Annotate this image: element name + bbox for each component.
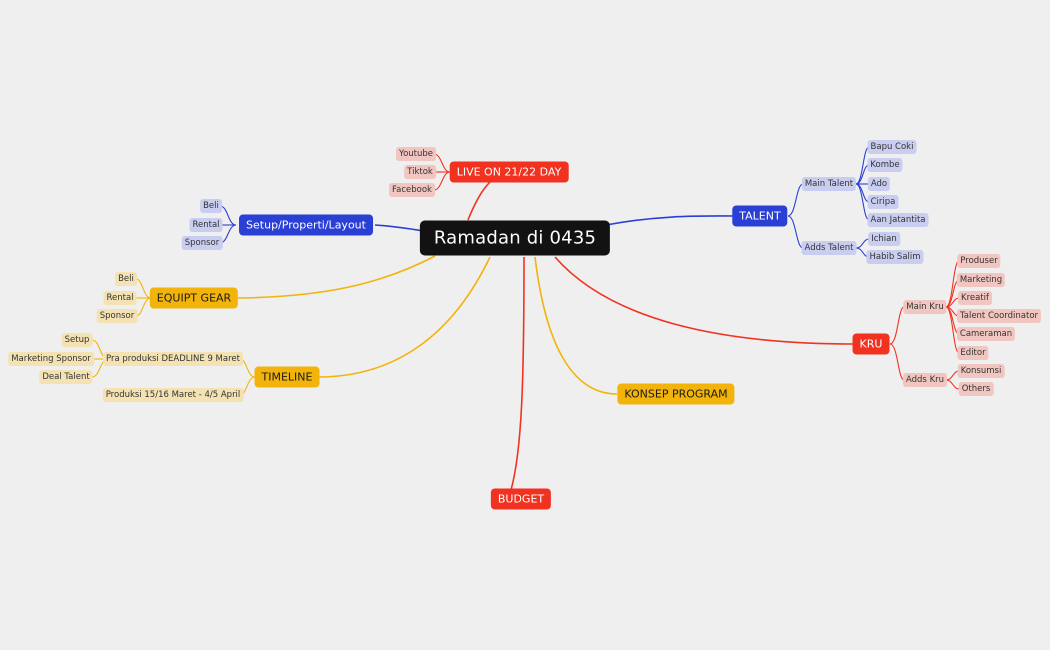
link-root-konsep [534,256,618,395]
live-child-tiktok[interactable]: Tiktok [404,165,436,179]
talent-main-child-aan-jatantita[interactable]: Aan Jatantita [867,213,929,227]
talent-adds-child-ichian[interactable]: Ichian [868,232,900,246]
budget-node[interactable]: BUDGET [490,488,552,510]
root-node[interactable]: Ramadan di 0435 [419,220,611,256]
link-root-talent [605,215,734,226]
kru-adds-child-others[interactable]: Others [958,382,994,396]
pra-child-setup[interactable]: Setup [61,333,93,347]
talent-main-child-bapu-coki[interactable]: Bapu Coki [867,140,917,154]
link-root-kru [554,256,854,345]
link-root-budget [510,256,525,491]
kru-main-child-produser[interactable]: Produser [957,254,1001,268]
pra-child-marketing-sponsor[interactable]: Marketing Sponsor [8,352,94,366]
kru-adds-node[interactable]: Adds Kru [902,373,948,387]
live-child-youtube[interactable]: Youtube [396,147,436,161]
kru-main-node[interactable]: Main Kru [903,300,947,314]
talent-node[interactable]: TALENT [732,205,788,227]
kru-main-child-editor[interactable]: Editor [957,346,989,360]
link-root-equipt [237,255,436,299]
setup-child-rental[interactable]: Rental [189,218,223,232]
talent-main-child-ado[interactable]: Ado [867,177,891,191]
link-root-setup [374,224,425,232]
kru-main-child-talent-coordinator[interactable]: Talent Coordinator [956,309,1042,323]
setup-child-sponsor[interactable]: Sponsor [181,236,223,250]
kru-main-child-marketing[interactable]: Marketing [956,273,1006,287]
timeline-node[interactable]: TIMELINE [254,366,320,388]
talent-main-node[interactable]: Main Talent [801,177,857,191]
kru-node[interactable]: KRU [852,333,890,355]
timeline-pra-node[interactable]: Pra produksi DEADLINE 9 Maret [103,352,243,366]
link-root-timeline [317,256,491,378]
setup-child-beli[interactable]: Beli [200,199,222,213]
talent-adds-child-habib-salim[interactable]: Habib Salim [866,250,924,264]
equipt-child-sponsor[interactable]: Sponsor [96,309,138,323]
konsep-node[interactable]: KONSEP PROGRAM [617,383,735,405]
kru-main-child-cameraman[interactable]: Cameraman [956,327,1016,341]
equipt-child-rental[interactable]: Rental [103,291,137,305]
talent-main-child-ciripa[interactable]: Ciripa [867,195,899,209]
kru-main-child-kreatif[interactable]: Kreatif [957,291,993,305]
timeline-produksi-node[interactable]: Produksi 15/16 Maret - 4/5 April [102,388,244,402]
live-child-facebook[interactable]: Facebook [389,183,435,197]
pra-child-deal-talent[interactable]: Deal Talent [39,370,93,384]
equipt-child-beli[interactable]: Beli [115,272,137,286]
kru-adds-child-konsumsi[interactable]: Konsumsi [957,364,1005,378]
setup-node[interactable]: Setup/Properti/Layout [239,214,373,236]
talent-main-child-kombe[interactable]: Kombe [867,158,903,172]
equipt-node[interactable]: EQUIPT GEAR [149,287,239,309]
talent-adds-node[interactable]: Adds Talent [801,241,857,255]
live-node[interactable]: LIVE ON 21/22 DAY [449,161,569,183]
